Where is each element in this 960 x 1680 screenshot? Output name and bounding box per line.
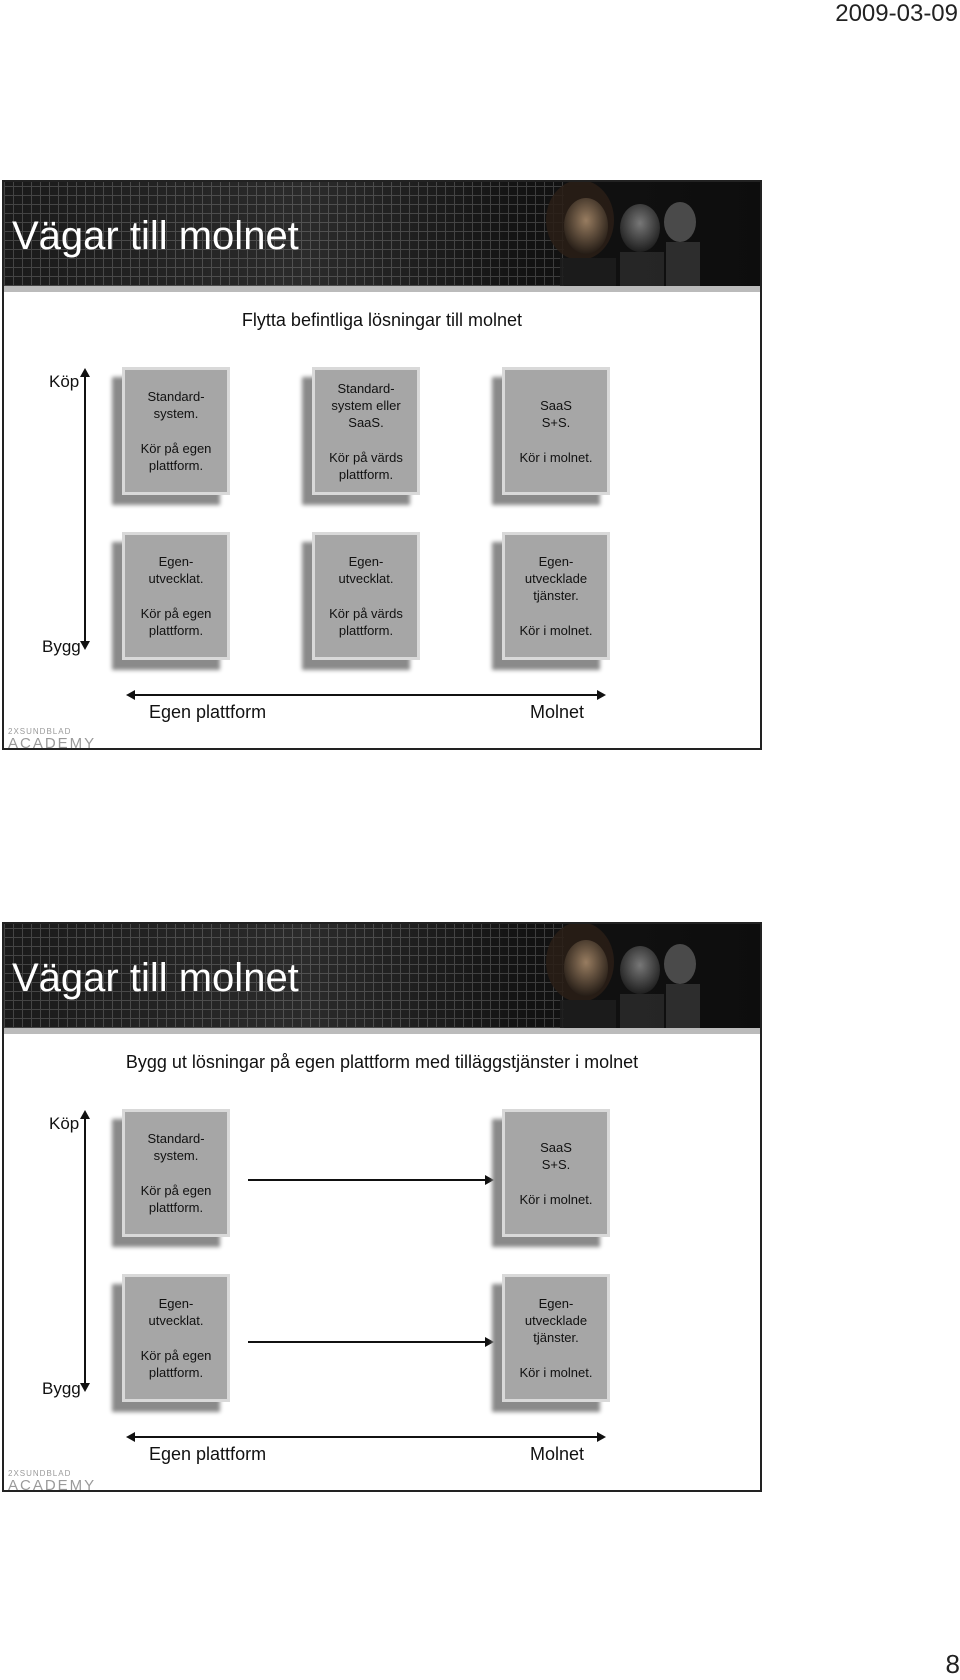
- box-text-platform: Kör i molnet.: [519, 1191, 593, 1207]
- slide-title: Vägar till molnet: [12, 956, 299, 1000]
- slide-title: Vägar till molnet: [12, 214, 299, 258]
- vertical-axis-arrow: [80, 368, 90, 650]
- box-text-type: Standard- system.: [147, 389, 205, 421]
- box-text-type: SaaS S+S.: [540, 397, 572, 430]
- slide-header: Vägar till molnet: [4, 924, 760, 1034]
- arrow-buy-to-cloud: [248, 1175, 494, 1185]
- box-text-platform: Kör i molnet.: [519, 449, 593, 465]
- axis-label-build: Bygg: [42, 1379, 81, 1398]
- box-text-platform: Kör på värds plattform.: [329, 449, 403, 482]
- box-build-own-platform: Egen- utvecklat. Kör på egen plattform.: [122, 1274, 230, 1402]
- brand-logo: 2XSUNDBLAD ACADEMY: [8, 1469, 97, 1492]
- box-text-type: Egen- utvecklat.: [148, 554, 204, 586]
- header-people-photo: [546, 182, 700, 286]
- vertical-axis-arrow: [80, 1110, 90, 1392]
- horizontal-axis-arrow: [126, 1432, 606, 1442]
- horizontal-axis-arrow: [126, 690, 606, 700]
- header-pattern: [4, 182, 564, 286]
- axis-label-own-platform: Egen plattform: [149, 702, 267, 722]
- box-build-cloud: Egen- utvecklade tjänster. Kör i molnet.: [502, 532, 610, 660]
- slide-subtitle: Flytta befintliga lösningar till molnet: [241, 310, 523, 330]
- slide-1: Vägar till molnet Flytta befintliga lösn…: [2, 180, 762, 750]
- box-buy-host-platform: Standard- system eller SaaS. Kör på värd…: [312, 367, 420, 495]
- header-pattern: [4, 924, 564, 1028]
- brand-logo: 2XSUNDBLAD ACADEMY: [8, 727, 97, 750]
- slide-2: Vägar till molnet Bygg ut lösningar på e…: [2, 922, 762, 1492]
- box-text-type: Standard- system.: [147, 1131, 205, 1163]
- box-buy-cloud: SaaS S+S. Kör i molnet.: [502, 1109, 610, 1237]
- box-text-platform: Kör på egen plattform.: [140, 1183, 212, 1215]
- box-buy-cloud: SaaS S+S. Kör i molnet.: [502, 367, 610, 495]
- box-buy-own-platform: Standard- system. Kör på egen plattform.: [122, 367, 230, 495]
- slide-subtitle: Bygg ut lösningar på egen plattform med …: [125, 1052, 639, 1072]
- axis-label-own-platform: Egen plattform: [149, 1444, 267, 1464]
- box-text-type: SaaS S+S.: [540, 1139, 572, 1172]
- box-buy-own-platform: Standard- system. Kör på egen plattform.: [122, 1109, 230, 1237]
- box-text-type: Egen- utvecklade tjänster.: [524, 1296, 588, 1345]
- box-text-platform: Kör på egen plattform.: [140, 606, 212, 638]
- box-text-platform: Kör på värds plattform.: [329, 606, 403, 638]
- axis-label-cloud: Molnet: [530, 702, 585, 722]
- header-people-photo: [546, 924, 700, 1028]
- slide-header: Vägar till molnet: [4, 182, 760, 292]
- axis-label-buy: Köp: [49, 1114, 80, 1133]
- box-text-type: Egen- utvecklat.: [338, 554, 394, 586]
- page-number: 8: [945, 1649, 960, 1679]
- arrow-build-to-cloud: [248, 1337, 494, 1347]
- box-text-platform: Kör på egen plattform.: [140, 441, 212, 473]
- box-build-cloud: Egen- utvecklade tjänster. Kör i molnet.: [502, 1274, 610, 1402]
- box-text-type: Egen- utvecklade tjänster.: [524, 554, 588, 603]
- box-text-platform: Kör i molnet.: [519, 623, 593, 638]
- box-build-host-platform: Egen- utvecklat. Kör på värds plattform.: [312, 532, 420, 660]
- axis-label-buy: Köp: [49, 372, 80, 391]
- box-text-type: Standard- system eller SaaS.: [331, 380, 401, 430]
- axis-label-build: Bygg: [42, 637, 81, 656]
- box-text-type: Egen- utvecklat.: [148, 1296, 204, 1328]
- axis-label-cloud: Molnet: [530, 1444, 585, 1464]
- box-build-own-platform: Egen- utvecklat. Kör på egen plattform.: [122, 532, 230, 660]
- box-text-platform: Kör på egen plattform.: [140, 1348, 212, 1380]
- box-text-platform: Kör i molnet.: [519, 1365, 593, 1380]
- page-date: 2009-03-09: [835, 0, 958, 27]
